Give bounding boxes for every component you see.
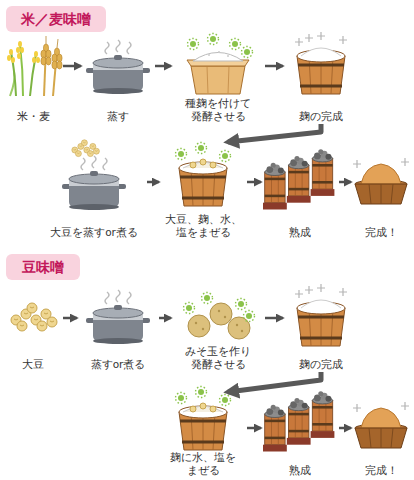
flow-arrow [339,181,351,184]
soybean-illustration [72,140,100,157]
step-caption: 大豆を蒸すor煮る [50,226,138,240]
flow-arrow [265,317,283,320]
mixing-tub-illustration [176,387,231,451]
step-caption: 米・麦 [17,110,50,124]
section-title: 豆味噌 [22,259,64,276]
step-caption: 蒸すor煮る [91,358,146,372]
step-caption: 完成！ [365,464,398,478]
step-caption: 麹に水、塩を まぜる [160,451,246,478]
koji-tub-illustration [295,32,347,94]
step-caption: 熟成 [289,226,311,240]
process-step: 大豆を蒸すor煮る [42,142,146,240]
flow-arrow [247,181,261,184]
flow-arrow [63,317,77,320]
process-step: 大豆、麹、水、 塩をまぜる [160,142,246,240]
step-caption: 種麹を付けて 発酵させる [172,97,264,124]
steam-pot-illustration [86,40,150,94]
step-caption: 熟成 [289,464,311,478]
process-step: みそ玉を作り 発酵させる [172,286,264,372]
mixing-tub-illustration [176,143,231,207]
flow-arrow [63,65,81,68]
process-step: 麹の完成 [284,34,358,124]
flow-arrow [228,124,321,142]
step-caption: みそ玉を作り 発酵させる [172,345,264,372]
koji-tub-illustration [295,284,347,346]
flow-arrow [265,65,283,68]
steam-pot-illustration [62,156,126,210]
step-caption: 麹の完成 [299,110,343,124]
section-tag: 豆味噌 [6,254,80,280]
flow-arrow [228,372,321,392]
process-step: 完成！ [352,142,410,240]
rice-wheat-illustration [7,36,62,96]
miso-bowl-illustration [353,158,409,204]
process-step: 米・麦 [4,34,62,124]
process-step: 蒸す [82,34,154,124]
flow-arrow [159,317,171,320]
flow-arrow [247,427,261,430]
step-caption: 大豆 [22,358,44,372]
section-title: 米／麦味噌 [21,11,91,28]
flow-arrow [155,65,171,68]
flow-arrow [147,181,159,184]
process-step: 蒸すor煮る [78,286,158,372]
soybean-illustration [11,303,57,331]
miso-bowl-illustration [353,402,409,448]
process-step: 完成！ [352,392,410,478]
flow-arrow [339,427,351,430]
section-tag: 米／麦味噌 [6,6,106,32]
process-step: 麹に水、塩を まぜる [160,392,246,478]
process-step: 大豆 [4,286,62,372]
step-caption: 麹の完成 [299,358,343,372]
koji-box-illustration [187,34,253,95]
step-caption: 大豆、麹、水、 塩をまぜる [160,213,246,240]
step-caption: 蒸す [107,110,129,124]
process-step: 熟成 [262,392,338,478]
process-step: 麹の完成 [284,286,358,372]
steam-pot-illustration [86,290,150,344]
process-step: 種麹を付けて 発酵させる [172,34,264,124]
process-step: 熟成 [262,142,338,240]
step-caption: 完成！ [365,226,398,240]
aging-barrels-illustration [263,391,334,451]
miso-ball-illustration [184,293,255,340]
aging-barrels-illustration [263,149,334,209]
